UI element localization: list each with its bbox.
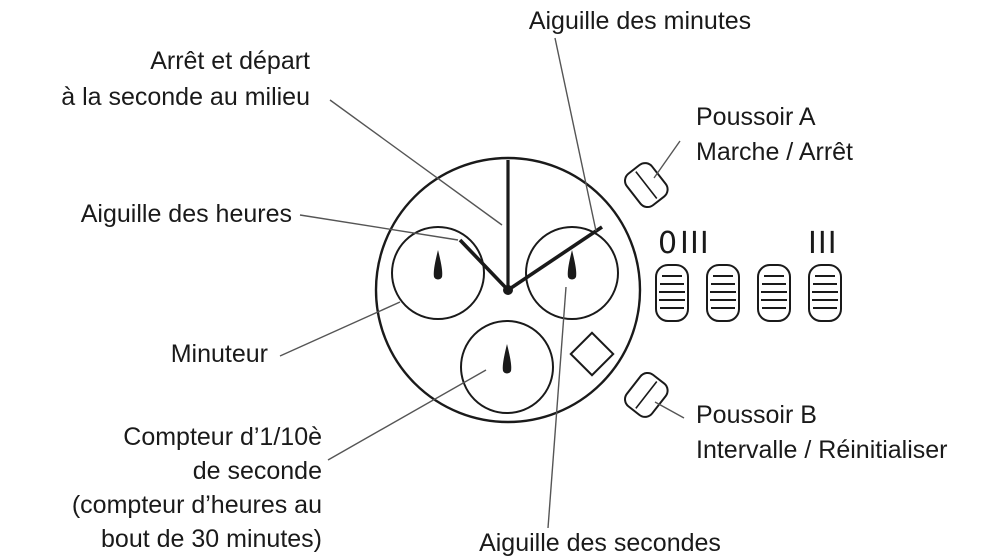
leader-chrono-stop <box>329 99 503 226</box>
crown-mark-2: II <box>690 226 710 261</box>
subdial-bottom <box>460 320 554 414</box>
crown-mark-3: III <box>808 226 838 261</box>
subdial-bottom-hand <box>502 344 512 374</box>
leader-minute-hand <box>554 37 597 232</box>
crown-mark-1: I <box>680 226 690 261</box>
subdial-left <box>391 226 485 320</box>
label-timer: Minuteur <box>170 340 268 368</box>
watch-case <box>374 156 642 424</box>
label-chrono-stop-line2: à la seconde au milieu <box>61 83 310 111</box>
label-chrono-stop-line1: Arrêt et départ <box>150 47 310 75</box>
pusher-a <box>624 162 669 209</box>
crown-position-2 <box>757 264 791 322</box>
subdial-right-hand <box>567 250 577 280</box>
subdial-right <box>525 226 619 320</box>
date-window <box>569 331 615 377</box>
leader-pusher-b <box>654 401 685 419</box>
leader-hour-hand <box>299 214 459 241</box>
leader-tenth-counter <box>327 369 487 461</box>
label-pusher-b-line2: Intervalle / Réinitialiser <box>696 436 948 464</box>
crown-position-1 <box>706 264 740 322</box>
crown-mark-0: 0 <box>658 226 679 261</box>
leader-pusher-a <box>653 140 681 179</box>
label-pusher-a-line2: Marche / Arrêt <box>696 138 853 166</box>
label-tenth-counter-line3: (compteur d’heures au <box>71 491 322 519</box>
label-pusher-a-line1: Poussoir A <box>696 103 816 131</box>
label-minute-hand: Aiguille des minutes <box>528 7 752 35</box>
minute-hand <box>506 225 604 292</box>
crown-position-0 <box>655 264 689 322</box>
subdial-left-hand <box>433 250 443 280</box>
leader-timer <box>279 301 401 357</box>
pusher-b <box>624 371 669 418</box>
label-tenth-counter-line1: Compteur d’1/10è <box>123 423 322 451</box>
leader-second-hand <box>547 286 567 529</box>
label-tenth-counter-line4: bout de 30 minutes) <box>101 525 322 553</box>
center-pin <box>503 285 513 295</box>
label-pusher-b-line1: Poussoir B <box>696 401 817 429</box>
label-hour-hand: Aiguille des heures <box>80 200 292 228</box>
crown-position-3 <box>808 264 842 322</box>
label-second-hand: Aiguille des secondes <box>479 529 721 557</box>
label-tenth-counter-line2: de seconde <box>192 457 322 485</box>
hour-hand <box>458 238 510 292</box>
